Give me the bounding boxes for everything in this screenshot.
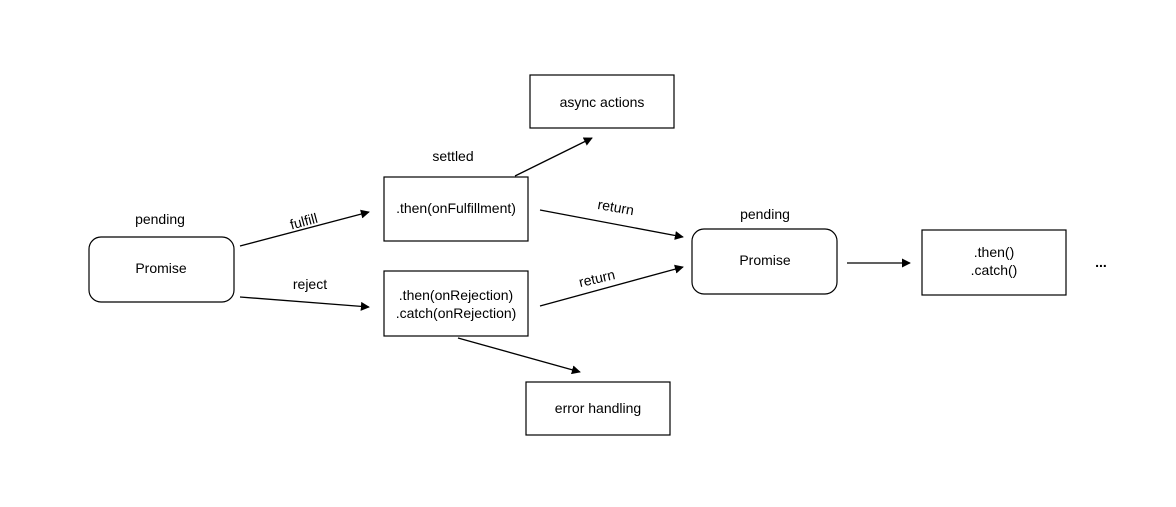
pending-state-label-returned: pending <box>740 206 790 222</box>
error-handling-label: error handling <box>555 400 641 416</box>
return-arrow-from-rejection <box>539 264 684 307</box>
promise-node-initial-box <box>88 236 235 303</box>
promise-node-returned-box <box>691 228 838 295</box>
promise-node-returned-label: Promise <box>739 252 791 268</box>
then-chain-label: .then() <box>974 244 1014 260</box>
async-actions-label: async actions <box>560 94 645 110</box>
then-catch-chain-box <box>921 229 1067 296</box>
promise-node-initial-label: Promise <box>135 260 187 276</box>
async-actions-box <box>529 74 675 129</box>
async-actions-arrow <box>514 137 593 177</box>
error-handling-box <box>525 381 671 436</box>
then-fulfillment-label: .then(onFulfillment) <box>396 200 516 216</box>
catch-rejection-label: .catch(onRejection) <box>396 305 517 321</box>
fulfill-arrow <box>239 209 370 247</box>
fulfill-edge-label: fulfill <box>288 210 319 233</box>
error-handling-arrow <box>457 337 581 375</box>
settled-state-label: settled <box>432 148 473 164</box>
return-arrow-from-fulfillment <box>539 209 684 240</box>
async-actions-node: async actions <box>529 74 675 129</box>
error-handling-node: error handling <box>525 381 671 436</box>
then-catch-rejection-box <box>383 270 529 337</box>
pending-state-label-initial: pending <box>135 211 185 227</box>
then-fulfillment-node: .then(onFulfillment) <box>383 176 529 242</box>
promise-node-returned: Promise <box>691 228 838 295</box>
then-catch-chain-node: .then() .catch() <box>921 229 1067 296</box>
catch-chain-label: .catch() <box>971 262 1018 278</box>
then-rejection-label: .then(onRejection) <box>399 287 513 303</box>
then-catch-rejection-node: .then(onRejection) .catch(onRejection) <box>383 270 529 337</box>
continuation-ellipsis: ... <box>1095 254 1107 270</box>
then-fulfillment-box <box>383 176 529 242</box>
return-edge-label-fulfillment: return <box>596 196 635 218</box>
reject-arrow <box>239 296 370 311</box>
reject-edge-label: reject <box>293 276 327 292</box>
promise-node-initial: Promise <box>88 236 235 303</box>
